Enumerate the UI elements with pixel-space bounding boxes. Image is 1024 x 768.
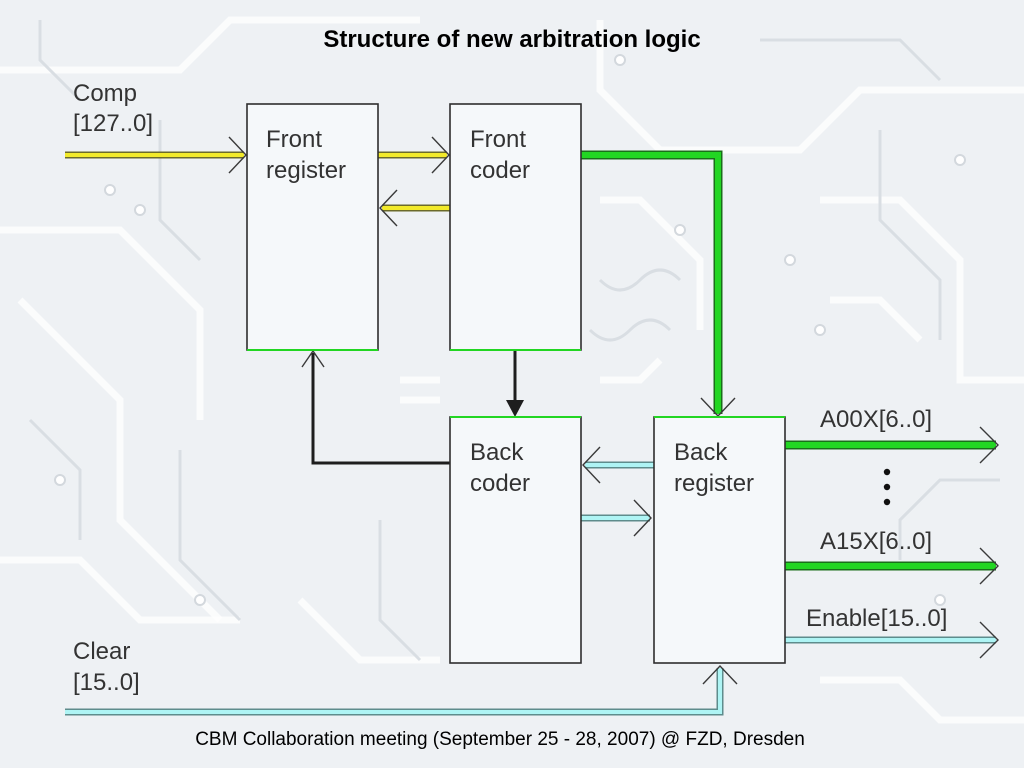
- arrowhead-icon: [506, 400, 524, 417]
- a00x-output-bus: [785, 426, 999, 464]
- arrowhead-icon: [379, 189, 398, 227]
- a00x-label: A00X[6..0]: [820, 406, 932, 433]
- arrowhead-icon: [633, 499, 652, 537]
- front-coder-to-front-register-bus: [379, 189, 450, 227]
- back-register-to-back-coder-bus: [582, 446, 654, 484]
- ellipsis-dots: [883, 468, 891, 506]
- back-coder-label-line2: coder: [470, 470, 530, 497]
- front-register-to-front-coder-bus: [378, 136, 450, 174]
- front-coder-label-line2: coder: [470, 157, 530, 184]
- arrowhead-icon: [228, 136, 247, 174]
- front-coder-to-back-coder-link: [506, 350, 524, 417]
- arrowhead-icon: [979, 547, 999, 585]
- back-coder-block: Back coder: [449, 416, 582, 664]
- comp-label: Comp: [73, 80, 137, 107]
- slide-footer: CBM Collaboration meeting (September 25 …: [195, 729, 805, 750]
- back-coder-to-front-register-link: [301, 349, 450, 465]
- arrowhead-icon: [702, 664, 738, 685]
- enable-output-bus: [785, 621, 999, 659]
- enable-label: Enable[15..0]: [806, 605, 947, 632]
- back-coder-to-back-register-bus: [581, 499, 652, 537]
- front-coder-label-line1: Front: [470, 126, 526, 153]
- front-register-label-line1: Front: [266, 126, 322, 153]
- a15x-output-bus: [785, 547, 999, 585]
- front-register-label-line2: register: [266, 157, 346, 184]
- arrowhead-icon: [582, 446, 601, 484]
- front-register-block: Front register: [246, 103, 379, 351]
- back-coder-label-line1: Back: [470, 439, 524, 466]
- clear-label: Clear: [73, 638, 130, 665]
- back-register-label-line1: Back: [674, 439, 728, 466]
- clear-width-label: [15..0]: [73, 669, 140, 696]
- arrowhead-icon: [431, 136, 450, 174]
- clear-input-bus: [65, 664, 738, 716]
- front-coder-block: Front coder: [449, 103, 582, 351]
- back-register-block: Back register: [653, 416, 786, 664]
- comp-width-label: [127..0]: [73, 110, 153, 137]
- back-register-label-line2: register: [674, 470, 754, 497]
- comp-input-bus: [65, 136, 247, 174]
- slide-title: Structure of new arbitration logic: [323, 26, 700, 53]
- arrowhead-icon: [979, 621, 999, 659]
- pcb-background: [0, 16, 1024, 724]
- a15x-label: A15X[6..0]: [820, 528, 932, 555]
- arrowhead-icon: [979, 426, 999, 464]
